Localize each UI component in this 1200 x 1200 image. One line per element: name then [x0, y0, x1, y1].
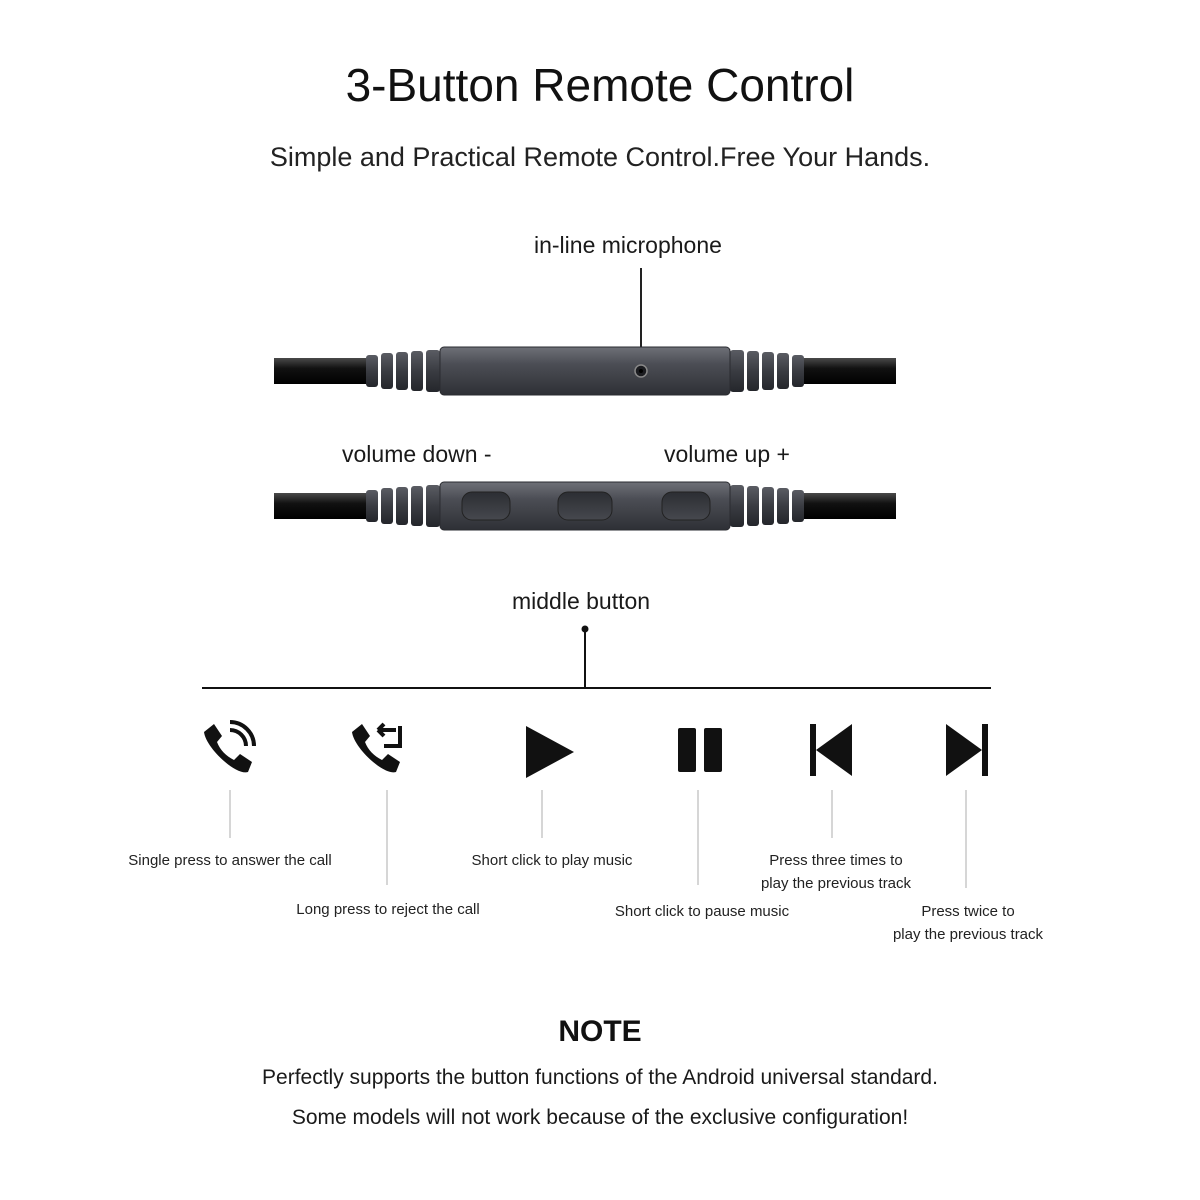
- note-heading: NOTE: [558, 1015, 642, 1048]
- phone-reject-icon: [352, 722, 402, 773]
- middle-button-label: middle button: [512, 588, 651, 614]
- caption-answer-call: Single press to answer the call: [128, 852, 332, 869]
- volume-up-button: [661, 491, 711, 521]
- caption-pause-music: Short click to pause music: [614, 903, 790, 920]
- page-title: 3-Button Remote Control: [345, 59, 855, 111]
- play-icon: [526, 726, 574, 778]
- pause-icon: [678, 728, 722, 772]
- caption-next-track: Press twice to play the previous track: [892, 903, 1044, 943]
- microphone-label: in-line microphone: [534, 232, 722, 258]
- page-subtitle: Simple and Practical Remote Control.Free…: [269, 142, 931, 172]
- note-line-1: Perfectly supports the button functions …: [262, 1066, 938, 1089]
- volume-down-label: volume down -: [342, 441, 492, 467]
- caption-previous-track: Press three times to play the previous t…: [760, 852, 912, 892]
- previous-track-icon: [810, 724, 852, 776]
- phone-answer-icon: [204, 720, 256, 773]
- middle-button: [557, 491, 613, 521]
- caption-play-music: Short click to play music: [471, 852, 633, 869]
- volume-down-button: [461, 491, 511, 521]
- volume-up-label: volume up +: [664, 441, 790, 467]
- next-track-icon: [946, 724, 988, 776]
- note-line-2: Some models will not work because of the…: [291, 1106, 909, 1129]
- caption-reject-call: Long press to reject the call: [296, 901, 480, 918]
